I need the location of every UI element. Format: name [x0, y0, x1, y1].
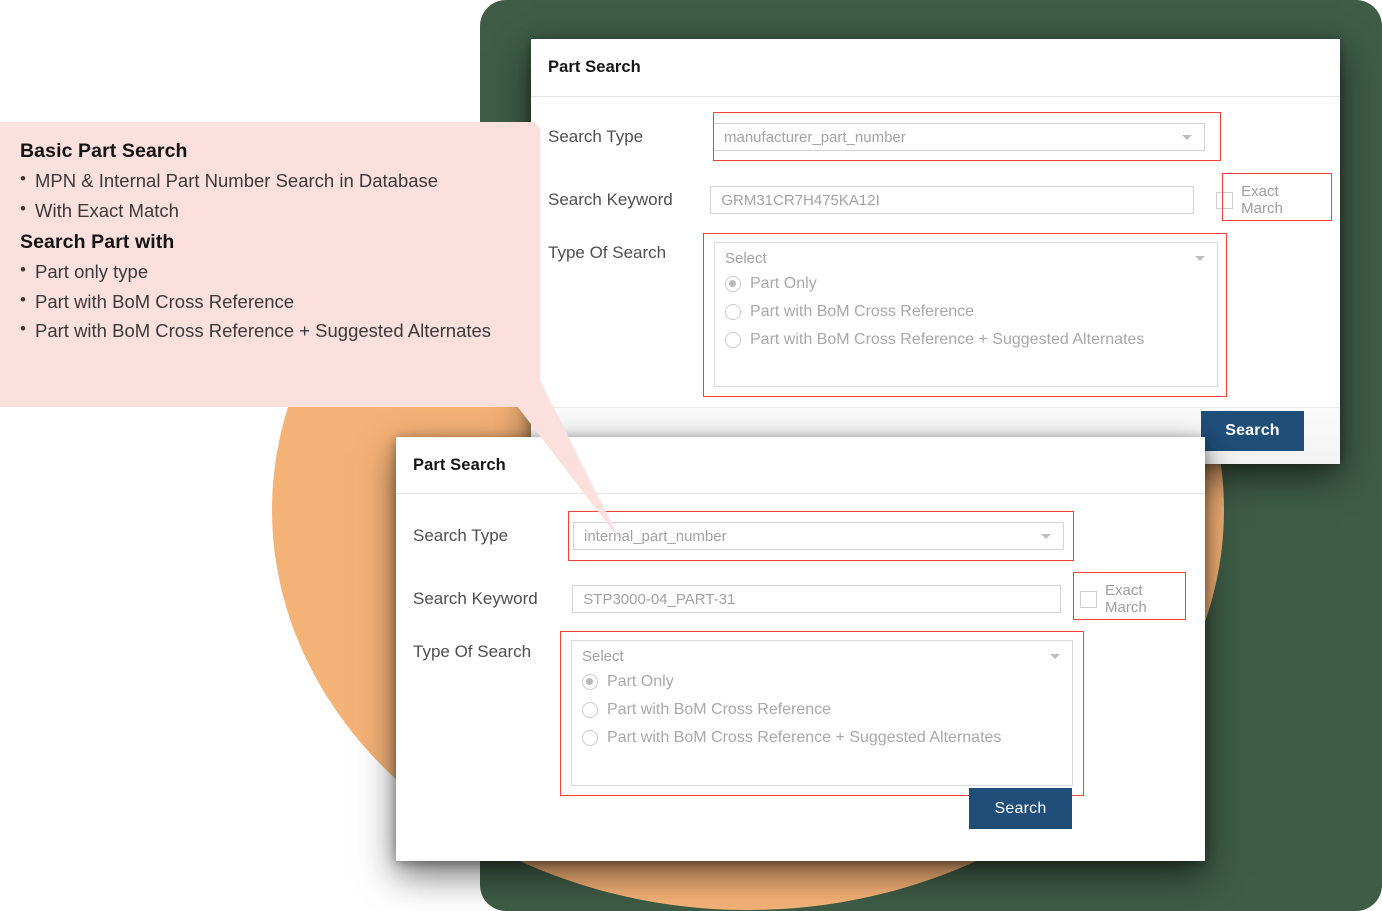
exact-match-label: Exact March [1241, 183, 1283, 217]
search-type-select[interactable]: internal_part_number [573, 522, 1064, 550]
option-label: Part with BoM Cross Reference + Suggeste… [607, 729, 1002, 746]
list-item: Part with BoM Cross Reference [20, 290, 516, 314]
type-of-search-select[interactable]: Select [715, 243, 1217, 273]
type-of-search-label: Type Of Search [548, 243, 667, 262]
option-part-with-bom[interactable]: Part with BoM Cross Reference [715, 303, 1217, 321]
chevron-down-icon [1050, 653, 1060, 659]
type-of-search-panel[interactable]: Select Part Only Part with BoM Cross Ref… [571, 640, 1073, 786]
type-of-search-placeholder: Select [582, 647, 624, 665]
part-search-dialog-bottom: Part Search Search Type internal_part_nu… [396, 437, 1205, 861]
list-item: Part with BoM Cross Reference + Suggeste… [20, 319, 516, 343]
search-keyword-row: Search Keyword STP3000-04_PART-31 Exact … [413, 582, 1188, 616]
radio-icon[interactable] [582, 702, 598, 718]
exact-match-group[interactable]: Exact March [1216, 183, 1323, 217]
dialog-footer: Search [396, 788, 1205, 861]
option-label: Part with BoM Cross Reference [750, 303, 975, 320]
dialog-header: Part Search [531, 39, 1340, 97]
exact-match-group[interactable]: Exact March [1080, 582, 1188, 616]
radio-icon-selected[interactable] [582, 674, 598, 690]
search-type-select[interactable]: manufacturer_part_number [713, 123, 1205, 151]
exact-match-checkbox[interactable] [1080, 590, 1098, 608]
option-part-only[interactable]: Part Only [572, 673, 1072, 691]
option-part-with-bom-alternates[interactable]: Part with BoM Cross Reference + Suggeste… [572, 729, 1072, 747]
chevron-down-icon [1041, 533, 1051, 539]
search-keyword-label: Search Keyword [413, 589, 538, 608]
option-part-with-bom[interactable]: Part with BoM Cross Reference [572, 701, 1072, 719]
dialog-body: Search Type internal_part_number Search … [396, 494, 1205, 805]
radio-icon[interactable] [582, 730, 598, 746]
search-keyword-value: GRM31CR7H475KA12I [721, 191, 880, 209]
callout-section1-title: Basic Part Search [20, 140, 188, 162]
search-keyword-value: STP3000-04_PART-31 [583, 590, 736, 608]
search-keyword-label: Search Keyword [548, 190, 673, 209]
option-part-only[interactable]: Part Only [715, 275, 1217, 293]
search-type-label: Search Type [413, 526, 509, 545]
option-label: Part with BoM Cross Reference [607, 701, 832, 718]
radio-icon[interactable] [725, 304, 741, 320]
radio-icon[interactable] [725, 332, 741, 348]
option-label: Part with BoM Cross Reference + Suggeste… [750, 331, 1145, 348]
search-type-label: Search Type [548, 127, 644, 146]
type-of-search-select[interactable]: Select [572, 641, 1072, 671]
radio-icon-selected[interactable] [725, 276, 741, 292]
search-keyword-input[interactable]: STP3000-04_PART-31 [572, 585, 1062, 613]
search-type-row: Search Type manufacturer_part_number [548, 123, 1323, 151]
option-label: Part Only [607, 673, 674, 690]
callout-section2-title: Search Part with [20, 231, 175, 254]
chevron-down-icon [1195, 255, 1205, 261]
callout-section1-list: MPN & Internal Part Number Search in Dat… [20, 169, 516, 223]
search-button[interactable]: Search [969, 788, 1072, 829]
exact-match-checkbox[interactable] [1216, 191, 1234, 209]
part-search-dialog-top: Part Search Search Type manufacturer_par… [531, 39, 1340, 464]
dialog-header: Part Search [396, 437, 1205, 494]
dialog-body: Search Type manufacturer_part_number Sea… [531, 97, 1340, 407]
callout-section2-list: Part only type Part with BoM Cross Refer… [20, 260, 516, 343]
dialog-title: Part Search [413, 455, 506, 474]
dialog-title: Part Search [548, 58, 641, 76]
type-of-search-panel[interactable]: Select Part Only Part with BoM Cross Ref… [714, 242, 1218, 387]
search-type-value: manufacturer_part_number [724, 128, 906, 146]
option-part-with-bom-alternates[interactable]: Part with BoM Cross Reference + Suggeste… [715, 331, 1217, 349]
search-type-row: Search Type internal_part_number [413, 522, 1188, 550]
option-label: Part Only [750, 275, 817, 292]
search-keyword-input[interactable]: GRM31CR7H475KA12I [710, 186, 1195, 214]
exact-match-label: Exact March [1105, 582, 1147, 616]
search-keyword-row: Search Keyword GRM31CR7H475KA12I Exact M… [548, 183, 1323, 217]
chevron-down-icon [1182, 134, 1192, 140]
feature-callout: Basic Part Search MPN & Internal Part Nu… [0, 122, 540, 407]
list-item: Part only type [20, 260, 516, 284]
list-item: MPN & Internal Part Number Search in Dat… [20, 169, 516, 193]
search-button[interactable]: Search [1201, 411, 1304, 451]
search-type-value: internal_part_number [584, 527, 727, 545]
type-of-search-placeholder: Select [725, 249, 767, 267]
type-of-search-label: Type Of Search [413, 642, 532, 661]
list-item: With Exact Match [20, 199, 516, 223]
